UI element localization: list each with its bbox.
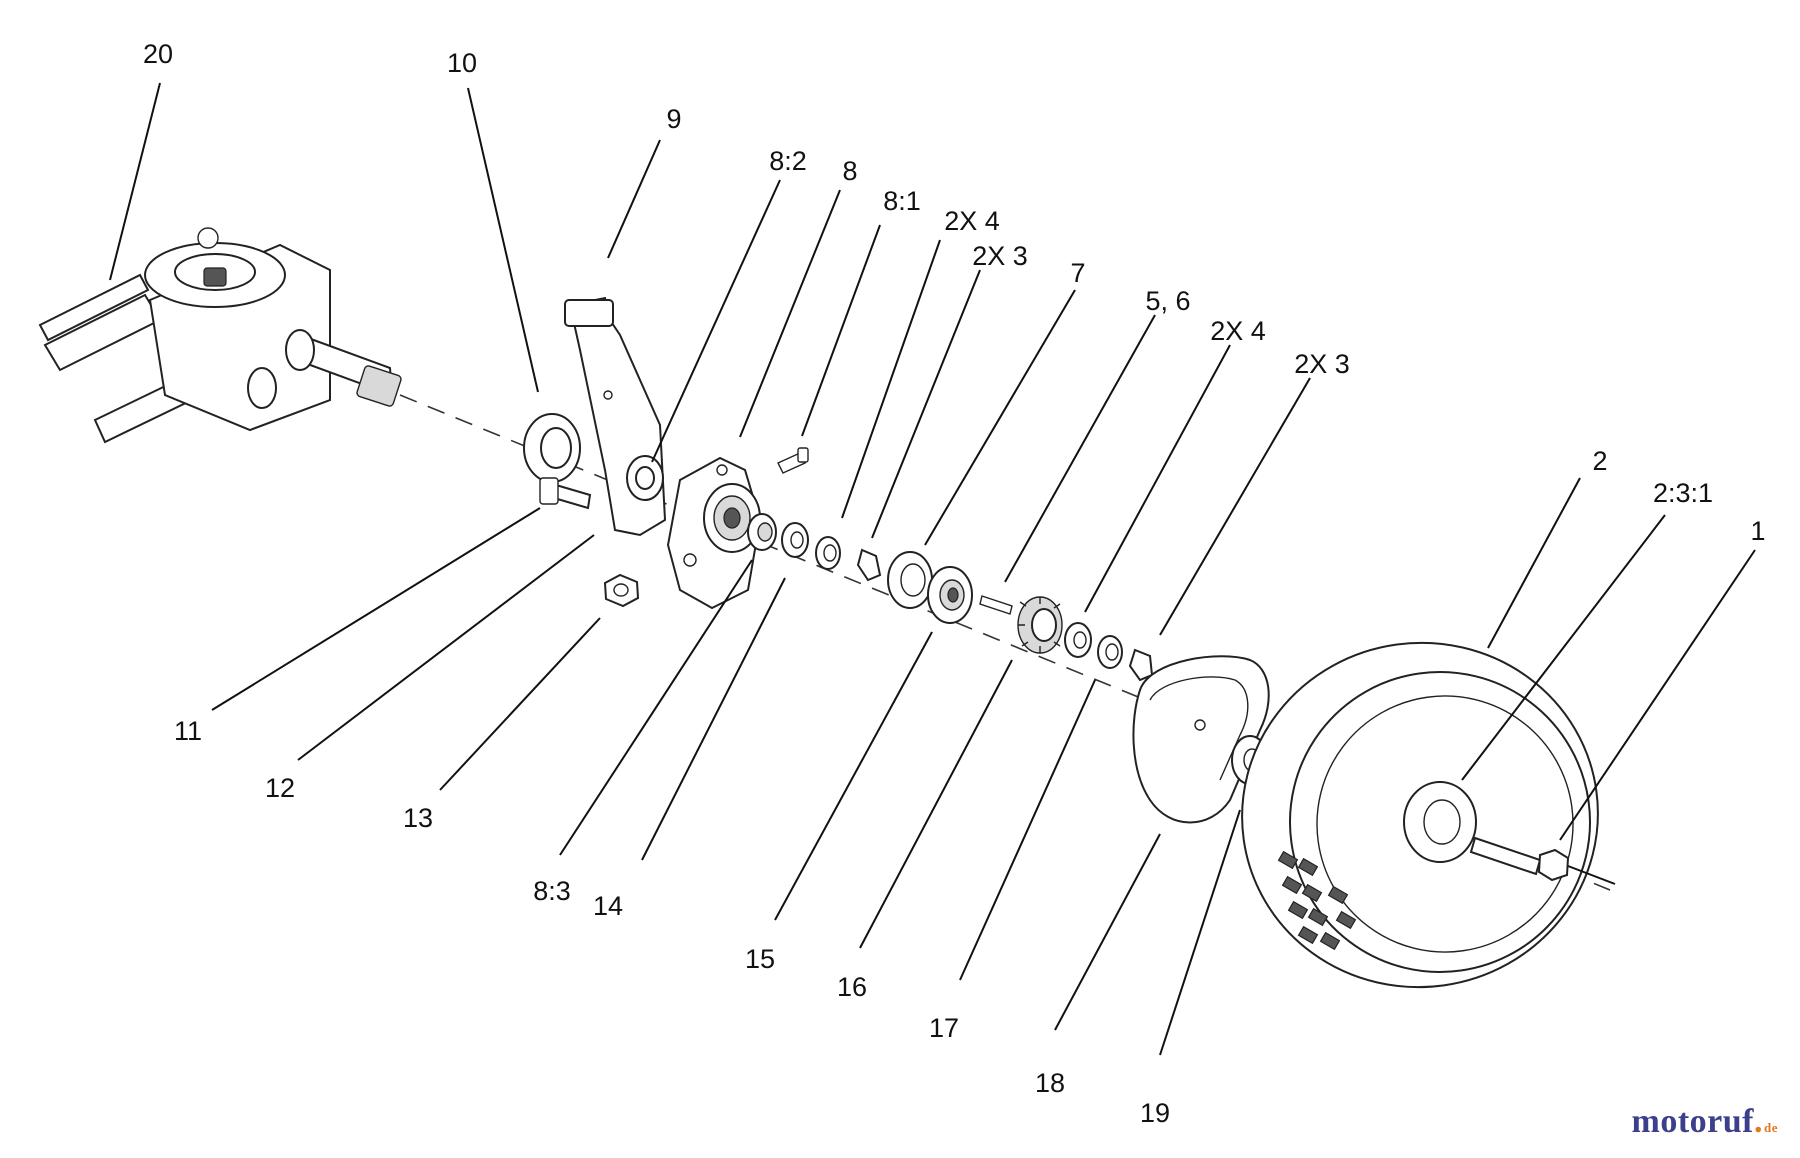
callout-7: 7 xyxy=(1070,258,1085,288)
part-2x3-clip-b xyxy=(856,548,882,582)
callout-8-2: 8:2 xyxy=(769,146,807,176)
part-12-bolt xyxy=(539,477,592,510)
leader-lines xyxy=(109,82,1756,1056)
callout-16: 16 xyxy=(837,972,867,1002)
leader-17 xyxy=(959,679,1096,981)
callout-9: 9 xyxy=(666,104,681,134)
part-14-bushing xyxy=(747,513,777,551)
leader-11 xyxy=(211,507,541,711)
watermark-tld: de xyxy=(1764,1120,1778,1135)
leader-2x3-a xyxy=(871,269,981,539)
callout-15: 15 xyxy=(745,944,775,974)
callout-10: 10 xyxy=(447,48,477,78)
part-2x4-washer-b xyxy=(1064,622,1092,658)
part-8-1-grease-fitting xyxy=(777,447,809,474)
leader-2x3-b xyxy=(1159,377,1311,636)
callout-1: 1 xyxy=(1750,516,1765,546)
callout-2: 2 xyxy=(1592,446,1607,476)
part-9-bracket xyxy=(564,296,667,537)
part-7-washer xyxy=(887,551,933,609)
leader-12 xyxy=(297,534,595,761)
part-8-bearing-housing xyxy=(666,456,762,610)
callout-19: 19 xyxy=(1140,1098,1170,1128)
leader-18 xyxy=(1054,833,1161,1031)
callout-5-6: 5, 6 xyxy=(1145,286,1190,316)
callout-11: 11 xyxy=(174,716,202,746)
part-13-nut xyxy=(603,573,640,608)
callout-17: 17 xyxy=(929,1013,959,1043)
callout-13: 13 xyxy=(403,803,433,833)
callout-12: 12 xyxy=(265,773,295,803)
leader-8-1 xyxy=(801,224,881,437)
part-2x3-clip-a xyxy=(815,536,841,570)
leader-14 xyxy=(641,577,786,861)
leader-8 xyxy=(739,189,841,438)
leader-2 xyxy=(1487,477,1581,649)
leader-15 xyxy=(774,631,933,921)
leader-19 xyxy=(1159,809,1241,1056)
watermark-dot: . xyxy=(1754,1103,1763,1140)
leader-16 xyxy=(859,659,1013,949)
part-10-seal-ring xyxy=(523,413,581,483)
leader-2x4-a xyxy=(841,239,941,519)
leader-2x4-b xyxy=(1084,344,1231,613)
leader-8-2 xyxy=(651,179,781,463)
callout-14: 14 xyxy=(593,891,623,921)
part-2x3-clip-c xyxy=(1128,648,1154,682)
leader-9 xyxy=(607,139,661,259)
leader-2-3-1 xyxy=(1461,514,1666,781)
callout-2x4-b: 2X 4 xyxy=(1210,316,1266,346)
leader-5-6 xyxy=(1004,314,1156,583)
part-2-wheel xyxy=(1241,641,1599,989)
leader-20 xyxy=(109,82,161,281)
wheel-tread xyxy=(1277,850,1357,951)
part-2x4-washer-a xyxy=(781,522,809,558)
leader-10 xyxy=(467,87,539,393)
part-1-axle-bolt xyxy=(1469,836,1616,885)
callout-8-1: 8:1 xyxy=(883,186,921,216)
part-5-6-pin-and-gear xyxy=(979,595,1063,654)
part-20-gearbox xyxy=(38,227,402,444)
watermark-logo: motoruf.de xyxy=(1632,1103,1778,1141)
callout-20: 20 xyxy=(143,39,173,69)
leader-1 xyxy=(1559,549,1756,841)
leader-8-3 xyxy=(559,559,753,856)
part-18-wheel-cover xyxy=(1132,655,1270,824)
callout-2x3-a: 2X 3 xyxy=(972,241,1028,271)
part-16-bearing xyxy=(927,566,973,624)
watermark-brand: motoruf xyxy=(1631,1103,1754,1140)
callout-2x4-a: 2X 4 xyxy=(944,206,1000,236)
callout-18: 18 xyxy=(1035,1068,1065,1098)
callout-2x3-b: 2X 3 xyxy=(1294,349,1350,379)
callout-2-3-1: 2:3:1 xyxy=(1653,478,1713,508)
callout-labels: 20 10 9 8:2 8 8:1 2X 4 2X 3 7 5, 6 2X 4 … xyxy=(143,39,1766,1128)
callout-8: 8 xyxy=(842,156,857,186)
part-17-spacer xyxy=(1097,635,1123,669)
leader-7 xyxy=(924,289,1076,546)
leader-13 xyxy=(439,617,601,791)
callout-8-3: 8:3 xyxy=(533,876,571,906)
